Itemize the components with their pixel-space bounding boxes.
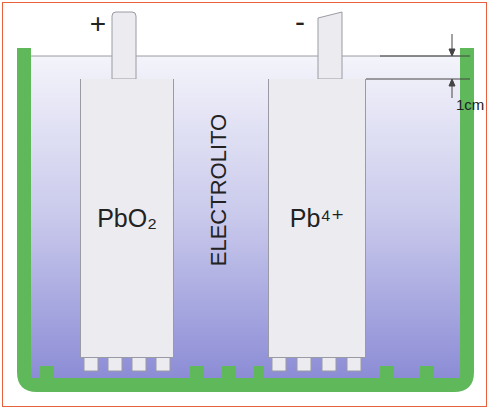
dimension-1cm <box>366 34 470 98</box>
positive-terminal <box>112 12 136 79</box>
floor-bumps <box>40 366 434 378</box>
negative-electrode: Pb⁴⁺ <box>268 79 366 358</box>
electrode-label: Pb⁴⁺ <box>290 204 345 233</box>
electrode-teeth <box>84 357 361 371</box>
frame <box>3 3 487 407</box>
electrolyte <box>31 56 460 378</box>
electrode-label: PbO₂ <box>97 204 157 233</box>
negative-terminal <box>318 12 342 79</box>
electrolyte-label: ELECTROLITO <box>206 114 232 266</box>
container <box>17 48 474 392</box>
dimension-label: 1cm <box>456 96 484 113</box>
positive-electrode: PbO₂ <box>80 79 174 358</box>
polarity-sign: - <box>295 5 305 39</box>
polarity-sign: + <box>90 8 106 40</box>
